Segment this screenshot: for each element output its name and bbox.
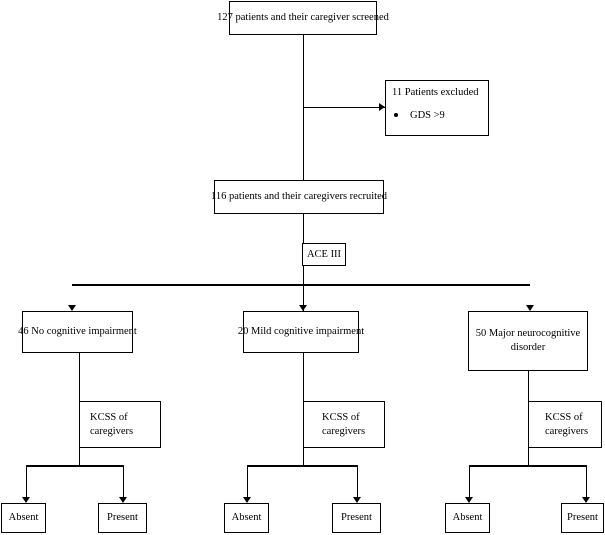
connector-split-to-mild	[303, 284, 304, 311]
arrowhead-major-present	[582, 497, 590, 503]
assessment-box: ACE III	[302, 243, 346, 266]
connector-to-excluded	[303, 107, 385, 108]
outcome-absent-mild-impairment: Absent	[224, 503, 269, 533]
outcome-absent-no-impairment: Absent	[1, 503, 46, 533]
outcome-absent-text-no-impairment: Absent	[8, 512, 39, 524]
kcss-box-mild-impairment: KCSS of caregivers	[303, 401, 385, 448]
group-box-major-disorder: 50 Major neurocognitive disorder	[468, 311, 588, 371]
split-bar-horizontal	[72, 284, 530, 286]
outcome-present-text-mild-impairment: Present	[341, 512, 372, 524]
arrowhead-major	[526, 305, 534, 311]
arrowhead-none-absent	[22, 497, 30, 503]
assessment-text: ACE III	[306, 248, 342, 260]
outcome-drop-mild-absent	[247, 465, 248, 497]
arrowhead-mild	[299, 305, 307, 311]
group-box-mild-impairment: 20 Mild cognitive impairment	[238, 311, 364, 353]
outcome-present-text-no-impairment: Present	[107, 512, 138, 524]
kcss-text-major-disorder: KCSS of caregivers	[545, 411, 589, 437]
excluded-criterion-row: GDS >9	[392, 109, 482, 123]
outcome-drop-mild-present	[357, 465, 358, 497]
excluded-title: 11 Patients excluded	[392, 87, 479, 98]
outcome-split-major	[469, 465, 587, 467]
outcome-split-mild	[247, 465, 358, 467]
kcss-box-no-impairment: KCSS of caregivers	[79, 401, 161, 448]
outcome-split-none	[26, 465, 124, 467]
outcome-absent-major-disorder: Absent	[445, 503, 490, 533]
screened-box: 127 patients and their caregiver screene…	[217, 1, 389, 35]
arrowhead-mild-present	[353, 497, 361, 503]
arrowhead-excluded	[379, 103, 385, 111]
excluded-box: 11 Patients excluded GDS >9	[385, 80, 489, 136]
group-label-no-impairment: 46 No cognitive impairment	[18, 326, 137, 338]
outcome-drop-major-present	[586, 465, 587, 497]
excluded-criterion: GDS >9	[410, 109, 445, 121]
group-label-mild-impairment: 20 Mild cognitive impairment	[237, 326, 365, 338]
arrowhead-none	[68, 305, 76, 311]
recruited-box: 116 patients and their caregivers recrui…	[211, 180, 387, 214]
group-label-major-disorder: 50 Major neurocognitive disorder	[475, 328, 581, 353]
arrowhead-major-absent	[465, 497, 473, 503]
outcome-present-no-impairment: Present	[98, 503, 147, 533]
arrowhead-none-present	[119, 497, 127, 503]
outcome-drop-none-present	[123, 465, 124, 497]
screened-text: 127 patients and their caregiver screene…	[217, 12, 389, 24]
arrowhead-mild-absent	[243, 497, 251, 503]
bullet-icon	[394, 113, 398, 118]
kcss-text-mild-impairment: KCSS of caregivers	[322, 411, 366, 437]
outcome-drop-none-absent	[26, 465, 27, 497]
outcome-absent-text-major-disorder: Absent	[452, 512, 483, 524]
outcome-present-text-major-disorder: Present	[567, 512, 598, 524]
kcss-box-major-disorder: KCSS of caregivers	[528, 401, 602, 448]
group-box-no-impairment: 46 No cognitive impairment	[18, 311, 137, 353]
kcss-text-no-impairment: KCSS of caregivers	[90, 411, 134, 437]
outcome-absent-text-mild-impairment: Absent	[231, 512, 262, 524]
recruited-text: 116 patients and their caregivers recrui…	[211, 191, 387, 203]
outcome-drop-major-absent	[469, 465, 470, 497]
outcome-present-major-disorder: Present	[561, 503, 604, 533]
outcome-present-mild-impairment: Present	[332, 503, 381, 533]
